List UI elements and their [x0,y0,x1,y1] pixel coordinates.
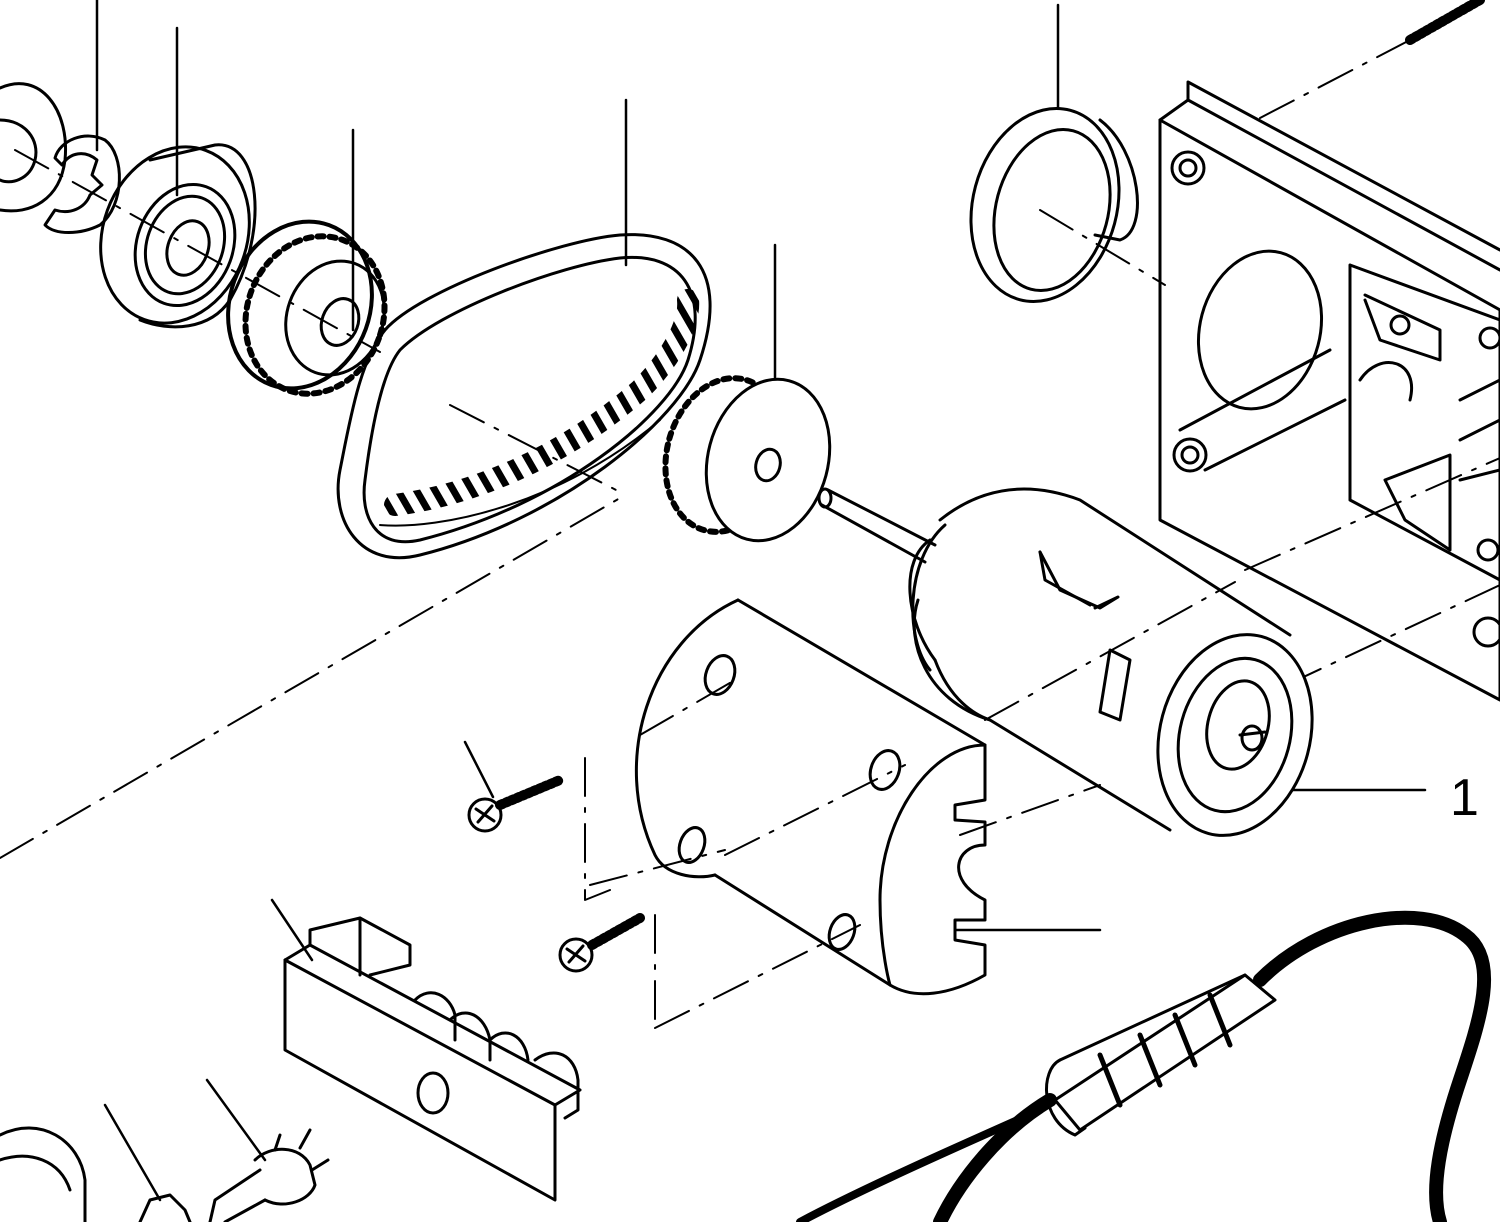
axis-line-top-screw [1259,39,1411,119]
screw-upper [467,775,565,833]
axis-line-lower-left [0,497,621,859]
retaining-clip [43,134,121,234]
leader-line-screw-upper [463,740,495,799]
screw-top [1405,0,1485,45]
small-pulley [662,375,832,543]
leader-line-knob [103,1103,162,1202]
axis-line-screw-lower [654,924,861,1029]
axis-line-upper-left [14,149,381,353]
axis-line-screw-upper [589,849,726,886]
axis-line-housing [1244,457,1500,571]
spring-ring [969,107,1139,303]
callout-label-1: 1 [1450,769,1479,827]
washer [0,82,68,213]
gear-housing [1158,80,1500,702]
potentiometer [208,1128,330,1222]
axis-line-ring [1039,209,1166,286]
screw-lower [558,913,645,973]
axis-line-bracket-right [959,784,1101,836]
leader-lines [95,0,1427,1202]
timing-belt [336,233,712,560]
motor-bracket [634,598,987,996]
knob [0,1126,192,1222]
axis-bracket-upper [584,757,611,901]
sensor-board [283,916,582,1202]
axis-line-upper-hole [639,679,736,736]
leader-line-sensor-board [270,898,314,962]
motor [817,487,1314,837]
axis-line-bracket-mid [724,764,906,856]
leader-line-pot [205,1078,267,1162]
cable-assembly [796,910,1492,1222]
